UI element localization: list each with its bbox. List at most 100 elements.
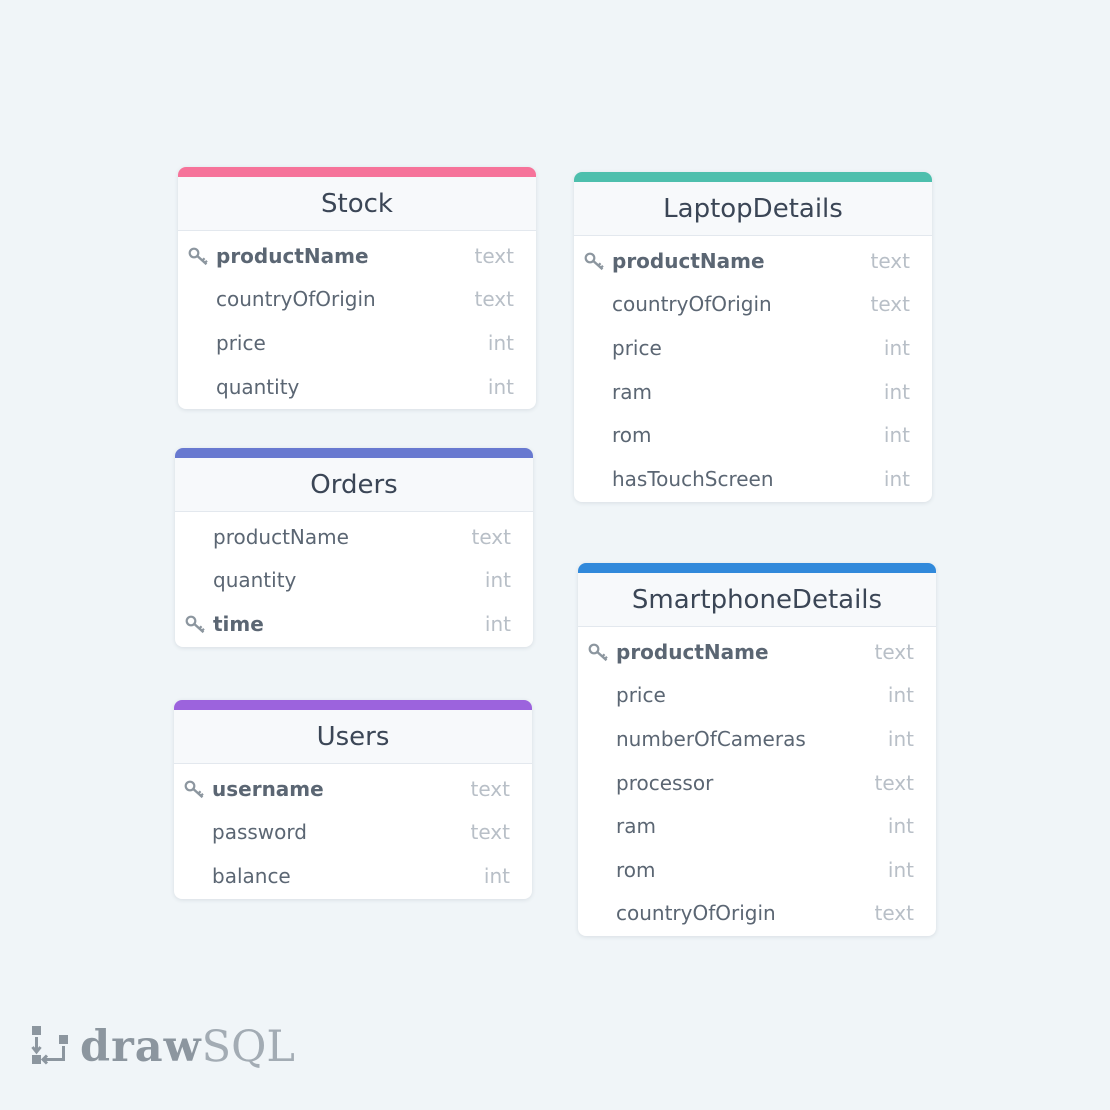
table-header[interactable]: Stock	[178, 167, 536, 231]
key-slot	[588, 815, 616, 837]
table-row[interactable]: time int	[175, 602, 533, 646]
key-slot	[584, 381, 612, 403]
key-slot	[184, 865, 212, 887]
field-name: username	[212, 776, 324, 801]
table-row[interactable]: productName text	[175, 515, 533, 559]
table-row[interactable]: price int	[574, 326, 932, 370]
key-icon	[185, 614, 207, 634]
field-name: productName	[213, 524, 349, 549]
logo-text-bold: draw	[80, 1021, 202, 1072]
key-slot	[588, 902, 616, 924]
field-name: quantity	[216, 374, 300, 399]
table-row[interactable]: ram int	[574, 370, 932, 414]
table-title: Orders	[310, 469, 398, 500]
table-title: LaptopDetails	[663, 193, 843, 224]
field-name: price	[612, 335, 662, 360]
drawsql-logo[interactable]: drawSQL	[30, 1024, 295, 1070]
table-orders[interactable]: Orders productName text quantity int time int	[175, 448, 533, 647]
drawsql-logo-icon	[30, 1024, 70, 1070]
key-slot	[184, 778, 212, 800]
field-type: int	[484, 611, 511, 636]
table-header[interactable]: Orders	[175, 448, 533, 512]
field-type: int	[887, 726, 914, 751]
field-name: numberOfCameras	[616, 726, 806, 751]
field-type: int	[484, 568, 511, 593]
table-header[interactable]: LaptopDetails	[574, 172, 932, 236]
key-slot	[184, 821, 212, 843]
table-row[interactable]: quantity int	[175, 559, 533, 603]
field-name: password	[212, 820, 307, 845]
field-name: countryOfOrigin	[612, 292, 772, 317]
field-type: int	[887, 683, 914, 708]
key-slot	[188, 332, 216, 354]
field-name: quantity	[213, 568, 297, 593]
field-name: productName	[216, 243, 369, 268]
field-name: price	[216, 330, 266, 355]
key-slot	[188, 245, 216, 267]
key-slot	[588, 772, 616, 794]
table-row[interactable]: rom int	[578, 848, 936, 892]
field-type: text	[874, 901, 914, 926]
table-title: Users	[316, 721, 390, 752]
key-slot	[588, 684, 616, 706]
field-list: productName text quantity int time int	[175, 512, 533, 647]
field-type: int	[487, 330, 514, 355]
table-header[interactable]: SmartphoneDetails	[578, 563, 936, 627]
logo-text-light: SQL	[201, 1021, 295, 1072]
key-icon	[588, 642, 610, 662]
field-type: int	[887, 857, 914, 882]
key-slot	[584, 468, 612, 490]
table-row[interactable]: countryOfOrigin text	[574, 283, 932, 327]
field-type: text	[874, 770, 914, 795]
key-slot	[584, 293, 612, 315]
field-type: text	[870, 292, 910, 317]
key-slot	[185, 526, 213, 548]
table-row[interactable]: numberOfCameras int	[578, 717, 936, 761]
field-name: rom	[616, 857, 656, 882]
key-slot	[188, 376, 216, 398]
key-slot	[588, 728, 616, 750]
drawsql-wordmark: drawSQL	[80, 1025, 295, 1069]
field-type: int	[883, 466, 910, 491]
key-slot	[185, 613, 213, 635]
field-name: balance	[212, 863, 291, 888]
table-header[interactable]: Users	[174, 700, 532, 764]
field-type: int	[883, 335, 910, 360]
field-name: price	[616, 683, 666, 708]
table-row[interactable]: price int	[178, 321, 536, 365]
key-icon	[184, 779, 206, 799]
key-slot	[588, 641, 616, 663]
table-title: Stock	[321, 188, 393, 219]
field-type: int	[883, 379, 910, 404]
key-slot	[584, 424, 612, 446]
field-name: ram	[616, 814, 656, 839]
key-slot	[188, 288, 216, 310]
table-row[interactable]: price int	[578, 674, 936, 718]
field-name: time	[213, 611, 264, 636]
field-name: ram	[612, 379, 652, 404]
key-icon	[188, 246, 210, 266]
field-type: text	[471, 524, 511, 549]
field-name: countryOfOrigin	[216, 287, 376, 312]
field-name: productName	[612, 248, 765, 273]
field-name: rom	[612, 423, 652, 448]
